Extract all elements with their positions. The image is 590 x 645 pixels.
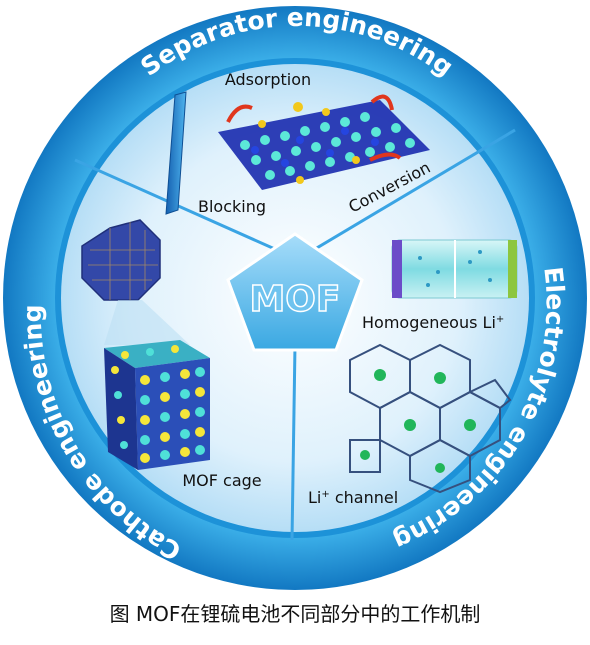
polysulfide-particles [258, 102, 360, 184]
conversion-arrow [369, 152, 402, 162]
figure-caption: 图 MOF在锂硫电池不同部分中的工作机制 [109, 602, 481, 626]
mof-diagram: Separator engineering Electrolyte engine… [3, 6, 587, 590]
adsorption-label: Adsorption [225, 70, 311, 89]
sector-dividers [74, 128, 516, 541]
mof-cage-label: MOF cage [182, 471, 261, 490]
mof-center: MOF [226, 232, 364, 352]
electrolyte-panel: Homogeneous Li+ Li+ channel [308, 239, 518, 507]
cathode-panel: MOF cage [81, 219, 262, 490]
homogeneous-li-label: Homogeneous Li+ [362, 313, 504, 332]
adsorption-arrow-left [226, 104, 253, 123]
zoom-funnel [104, 300, 190, 345]
tube-right-electrode [508, 240, 517, 298]
li-channel-framework [349, 343, 512, 494]
mof-cage-crystal [104, 340, 210, 470]
blocking-membrane [165, 91, 187, 215]
blocking-label: Blocking [198, 197, 266, 216]
adsorption-lattice-sheet [218, 100, 430, 190]
li-ions [360, 369, 476, 473]
li-channel-label: Li+ channel [308, 488, 398, 507]
lattice-atoms [240, 112, 415, 180]
tube-left-electrode [392, 240, 402, 298]
center-pentagon [226, 232, 364, 352]
adsorption-arrow-right [370, 94, 394, 111]
crystal-sphere-grid [111, 345, 205, 463]
center-mof-label: MOF [249, 279, 340, 320]
